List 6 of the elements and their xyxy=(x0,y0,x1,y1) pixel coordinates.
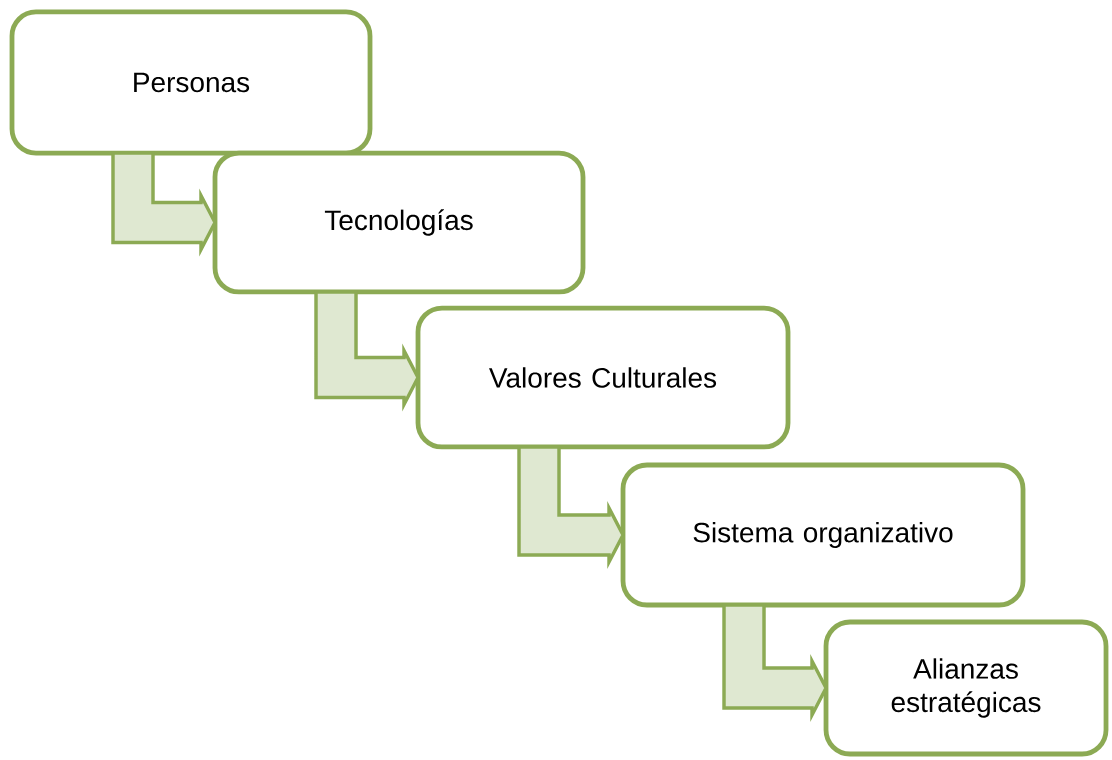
process-box: Sistema organizativo xyxy=(620,462,1026,608)
process-box: Tecnologías xyxy=(212,150,586,295)
process-box: Valores Culturales xyxy=(415,305,791,450)
process-box: Alianzas estratégicas xyxy=(823,619,1109,757)
bent-arrow xyxy=(722,603,828,723)
process-box: Personas xyxy=(9,9,373,156)
